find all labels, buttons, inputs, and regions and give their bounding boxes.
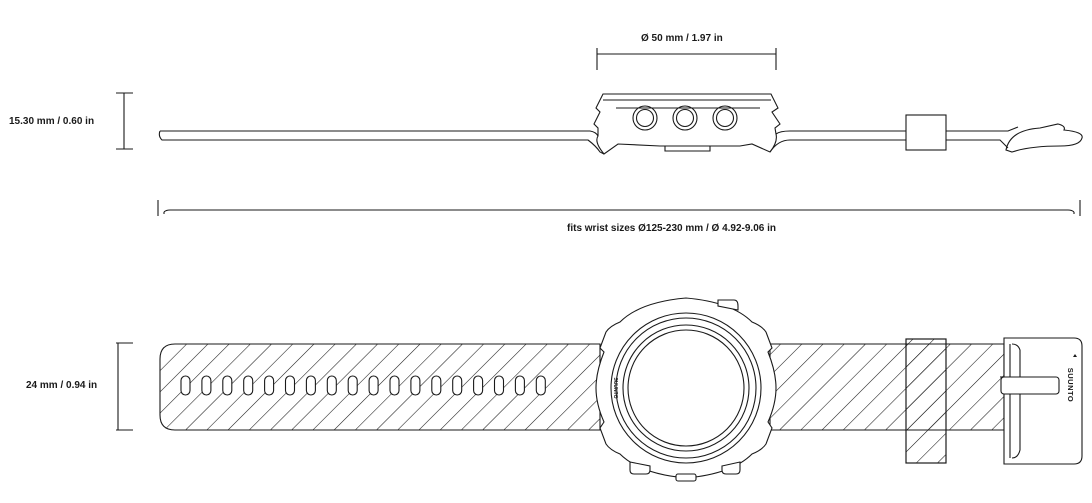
strap-hole (410, 375, 421, 396)
side-buckle (1005, 123, 1083, 153)
buckle-logo: SUUNTO (1066, 368, 1075, 403)
front-pushers (629, 299, 741, 482)
side-keeper-loop (905, 114, 947, 151)
side-strap-right (769, 126, 1019, 153)
strap-hole (431, 375, 442, 396)
buckle-logo-mark (1073, 354, 1077, 357)
strap-hole (201, 375, 212, 396)
front-buckle-tongue (1000, 376, 1060, 395)
front-strap-left (159, 343, 601, 431)
strap-hole (243, 375, 254, 396)
front-buckle-frame (1003, 337, 1083, 465)
wrist-range-label: fits wrist sizes Ø125-230 mm / Ø 4.92-9.… (567, 223, 776, 234)
strap-hole (368, 375, 379, 396)
bezel-logo: SUUNTO (612, 377, 618, 398)
front-view (116, 297, 1083, 482)
strap-width-dimension-line (116, 342, 133, 431)
strap-hole (326, 375, 337, 396)
front-bezel (610, 312, 762, 464)
diameter-dimension-line (596, 48, 777, 70)
strap-hole (284, 375, 296, 396)
strap-width-label: 24 mm / 0.94 in (26, 380, 98, 391)
side-case-body (593, 93, 781, 155)
side-strap-left (158, 130, 605, 155)
strap-holes (180, 375, 546, 396)
strap-hole (514, 375, 525, 396)
strap-hole (535, 375, 546, 396)
side-view (116, 48, 1083, 216)
strap-hole (180, 375, 191, 396)
strap-hole (493, 375, 505, 396)
strap-hole (389, 375, 400, 396)
case-thickness-label: 15.30 mm / 0.60 in (9, 116, 95, 127)
case-diameter-label: Ø 50 mm / 1.97 in (641, 33, 723, 44)
side-pusher-group (632, 105, 738, 152)
strap-hole (264, 375, 275, 396)
strap-hole (347, 375, 358, 396)
strap-hole (305, 375, 316, 396)
front-strap-right (769, 343, 1005, 431)
strap-hole (473, 375, 484, 396)
front-keeper-loop (905, 338, 947, 464)
strap-hole (222, 375, 233, 396)
wrist-range-dimension-line (157, 200, 1081, 216)
thickness-dimension-line (116, 92, 133, 150)
front-display (622, 324, 750, 452)
strap-hole (452, 375, 463, 396)
